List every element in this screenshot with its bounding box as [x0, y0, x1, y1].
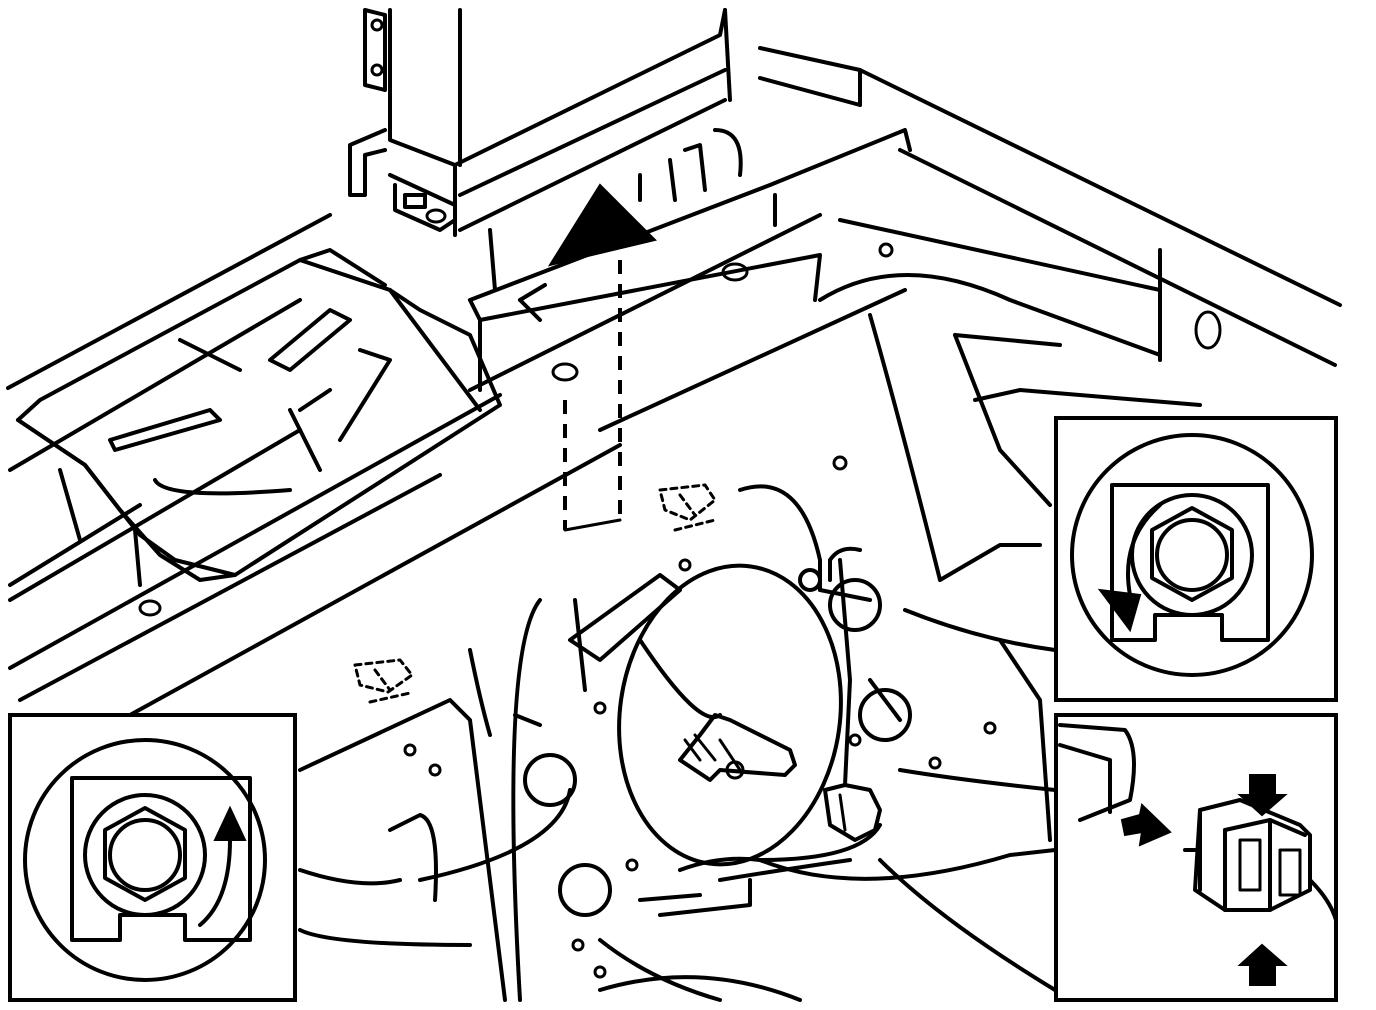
crossmember: [468, 128, 822, 392]
hidden-fastener-upper: [658, 483, 717, 532]
hex-nut-clockwise-arrow-icon: [70, 776, 252, 942]
vertical-bracket: [348, 8, 732, 237]
tighten-inset: [8, 713, 297, 1002]
hidden-reference-lines: [563, 260, 622, 532]
hidden-fastener-lower: [353, 658, 414, 704]
floor-panel: [298, 242, 1222, 1002]
loosen-inset: [1054, 416, 1338, 702]
skid-plate: [16, 248, 502, 617]
connector-squeeze-release-icon: [1120, 774, 1338, 986]
frame-rails: [6, 46, 1342, 717]
connector-release-inset: [1054, 713, 1338, 1002]
front-direction-marker: [547, 183, 657, 267]
hex-nut-counterclockwise-arrow-icon: [1097, 483, 1270, 642]
sensor-and-harness: [418, 558, 882, 882]
